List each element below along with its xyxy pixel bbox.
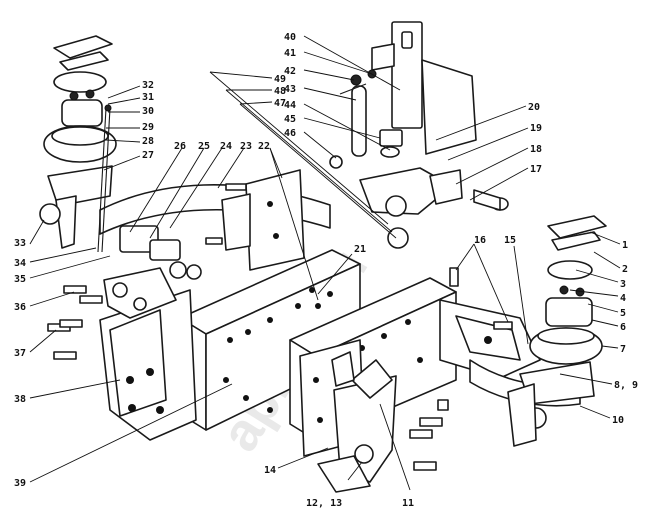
front-shock-assembly	[329, 21, 477, 249]
callout-2: 2	[622, 264, 628, 275]
callout-48: 48	[274, 86, 286, 97]
bolts-lower	[409, 399, 449, 471]
callout-24: 24	[220, 141, 232, 152]
height-valve-link	[97, 104, 112, 253]
callout-28: 28	[142, 136, 154, 147]
callout-41: 41	[284, 48, 296, 59]
callout-32: 32	[142, 80, 154, 91]
callout-26: 26	[174, 141, 186, 152]
callout-30: 30	[142, 106, 154, 117]
callout-47: 47	[274, 98, 286, 109]
callout-11: 11	[402, 498, 414, 509]
callout-43: 43	[284, 84, 296, 95]
upright-plate	[205, 169, 305, 271]
callout-35: 35	[14, 274, 26, 285]
callout-4: 4	[620, 293, 626, 304]
callout-38: 38	[14, 394, 26, 405]
callout-22: 22	[258, 141, 270, 152]
callout-49: 49	[274, 74, 286, 85]
bolts-16	[449, 267, 513, 330]
callout-44: 44	[284, 100, 296, 111]
callout-3: 3	[620, 279, 626, 290]
callout-19: 19	[530, 123, 542, 134]
callout-39: 39	[14, 478, 26, 489]
callout-18: 18	[530, 144, 542, 155]
callout-20: 20	[528, 102, 540, 113]
callout-45: 45	[284, 114, 296, 125]
callout-labels: 1 2 3 4 5 6 7 8, 9 10 11 12, 13 14 15 16…	[14, 32, 638, 509]
leader-lines	[29, 35, 621, 491]
rear-bracket-plate	[99, 289, 197, 441]
callout-33: 33	[14, 238, 26, 249]
callout-40: 40	[284, 32, 296, 43]
bolts-36	[63, 285, 103, 304]
rear-axle-bracket	[103, 225, 202, 319]
callout-7: 7	[620, 344, 626, 355]
callout-8-9: 8, 9	[614, 380, 638, 391]
callout-21: 21	[354, 244, 366, 255]
rear-air-spring-assembly	[39, 35, 117, 249]
callout-31: 31	[142, 92, 154, 103]
callout-10: 10	[612, 415, 624, 426]
front-frame-bracket	[439, 299, 541, 379]
callout-6: 6	[620, 322, 626, 333]
front-air-spring-assembly	[507, 215, 607, 447]
callout-15: 15	[504, 235, 516, 246]
bolts-37	[47, 319, 83, 360]
callout-12-13: 12, 13	[306, 498, 342, 509]
callout-29: 29	[142, 122, 154, 133]
callout-5: 5	[620, 308, 626, 319]
callout-36: 36	[14, 302, 26, 313]
callout-42: 42	[284, 66, 296, 77]
callout-14: 14	[264, 465, 276, 476]
callout-46: 46	[284, 128, 296, 139]
callout-25: 25	[198, 141, 210, 152]
callout-16: 16	[474, 235, 486, 246]
front-shock-pin	[473, 189, 509, 211]
callout-37: 37	[14, 348, 26, 359]
callout-1: 1	[622, 240, 628, 251]
callout-17: 17	[530, 164, 542, 175]
lower-arm-assembly	[299, 339, 397, 493]
callout-27: 27	[142, 150, 154, 161]
callout-23: 23	[240, 141, 252, 152]
callout-34: 34	[14, 258, 26, 269]
